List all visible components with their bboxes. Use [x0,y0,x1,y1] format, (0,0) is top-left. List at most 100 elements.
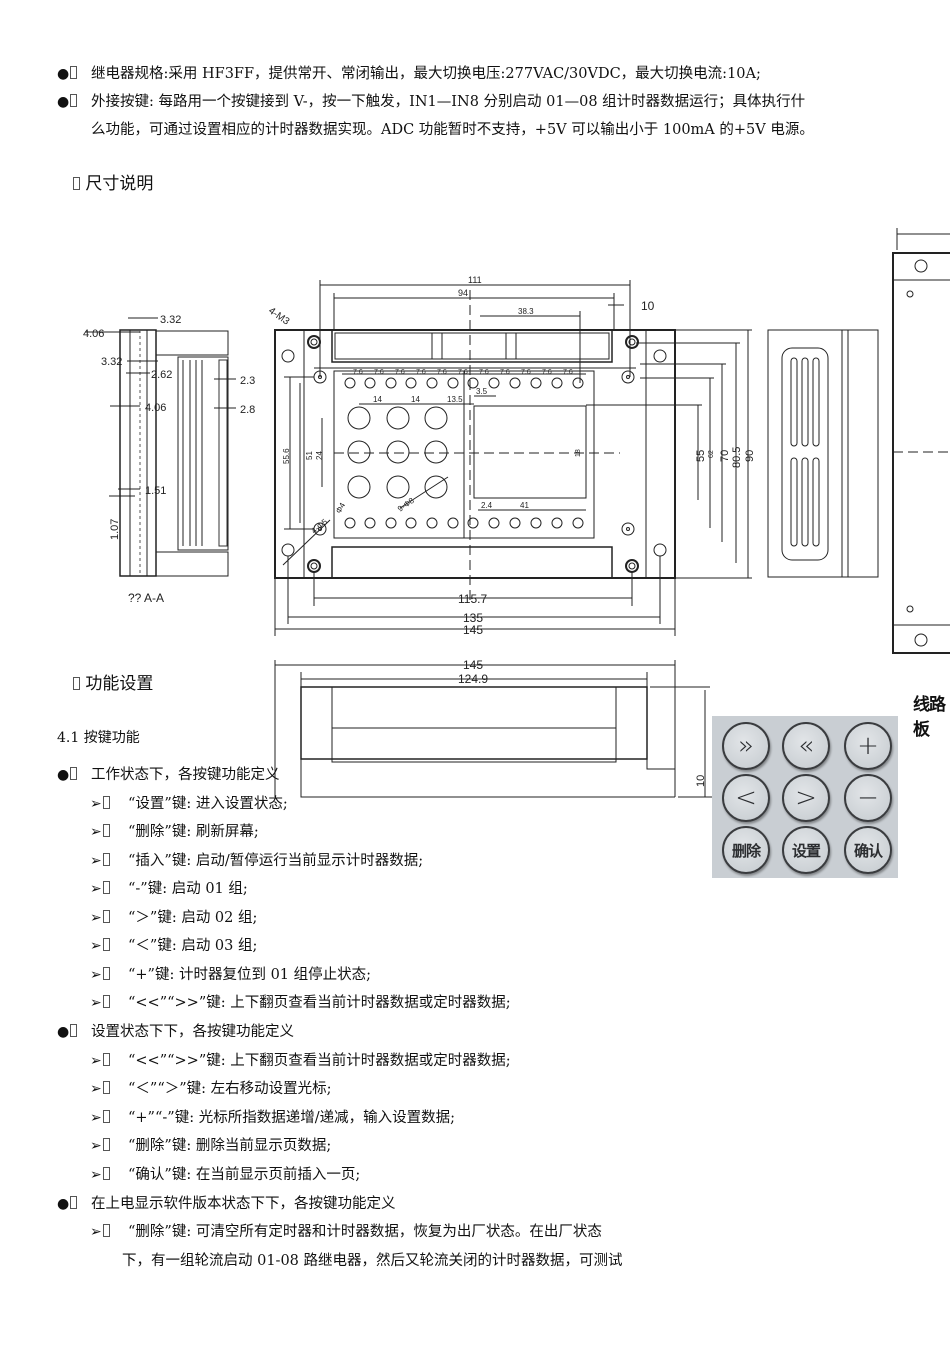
dim-label: 4.06 [145,402,166,414]
dim-label: 70 [719,450,731,462]
dim-label: 1.07 [109,519,121,540]
external-key-text-1: 外接按键: 每路用一个按键接到 V-，按一下触发，IN1—IN8 分别启动 01… [91,94,806,110]
list-item: “+”键: 计时器复位到 01 组停止状态; [128,967,372,983]
work-state-heading: 工作状态下，各按键功能定义 [91,767,280,783]
dim-label: 62 [708,450,715,458]
section-title: 功能设置 [85,674,154,694]
list-item: “设置”键: 进入设置状态; [128,796,288,812]
page-down-key: » [722,722,770,770]
bullet-icon: ● [57,1194,78,1214]
list-item: “-”键: 启动 01 组; [128,881,248,897]
dim-label: 2.3 [240,375,255,387]
bullet-icon: ● [57,765,78,785]
dim-label: 24 [315,451,324,460]
confirm-key: 确认 [844,826,892,874]
dim-label: 41 [520,501,529,510]
arrow-icon: ➢ [90,993,110,1013]
board-caption: 线路板 [913,695,946,740]
pitch-label: 7.6 [437,369,447,376]
pitch-label: 7.6 [563,369,573,376]
arrow-icon: ➢ [90,1108,110,1128]
dim-label: 13.5 [447,395,463,404]
pitch-label: 7.6 [353,369,363,376]
dim-label: 38.3 [518,307,534,316]
section-title: 尺寸说明 [85,174,154,194]
dim-label: 55 [695,450,707,462]
hole-label: Φ4 [334,501,347,515]
section-heading-dimensions: 尺寸说明 [72,173,153,195]
arrow-icon: ➢ [90,879,110,899]
arrow-icon: ➢ [90,1051,110,1071]
dim-label: 94 [458,288,468,298]
relay-spec-text: 继电器规格:采用 HF3FF，提供常开、常闭输出，最大切换电压:277VAC/3… [91,66,761,82]
arrow-icon: ➢ [90,965,110,985]
dim-label: 145 [463,658,483,672]
external-key-text-2: 么功能，可通过设置相应的计时器数据实现。ADC 功能暂时不支持，+5V 可以输出… [91,122,814,138]
delete-key: 删除 [722,826,770,874]
list-item: “＜”键: 启动 03 组; [128,938,258,954]
arrow-icon: ➢ [90,1136,110,1156]
pitch-label: 7.6 [479,369,489,376]
mount-label: 4-M3 [266,305,291,327]
led-holes-bottom [344,517,584,529]
section-label: ?? A-A [128,591,164,605]
dim-label: 145 [463,623,483,637]
dim-label: 10 [641,299,655,313]
pitch-label: 7.6 [521,369,531,376]
minus-key: − [844,774,892,822]
dim-label: 111 [468,275,482,285]
dim-label: 3.32 [101,356,122,368]
arrow-icon: ➢ [90,908,110,928]
section-heading-function: 功能设置 [72,673,153,695]
dim-label: 14 [411,395,420,404]
dim-label: 135 [463,611,483,625]
list-item: “删除”键: 删除当前显示页数据; [128,1138,332,1154]
plus-key: + [844,722,892,770]
arrow-icon: ➢ [90,1079,110,1099]
hole-label: 4-Φ5 [310,517,330,536]
dim-label: 10 [695,775,707,787]
list-item: “<<”“>>”键: 上下翻页查看当前计时器数据或定时器数据; [128,1053,511,1069]
dim-label: 4.06 [83,328,104,340]
dimension-drawing: 3.32 4.06 3.32 2.62 4.06 1.51 1.07 2.3 2… [83,228,950,798]
dim-label: 124.9 [458,672,488,686]
bullet-icon: ● [57,92,78,112]
pitch-label: 7.6 [542,369,552,376]
front-view [274,280,752,636]
left-key: < [722,774,770,822]
heading-marker-icon [73,177,80,190]
pitch-label: 7.6 [374,369,384,376]
list-item: “+”“-”键: 光标所指数据递增/递减，输入设置数据; [128,1110,455,1126]
list-item: “删除”键: 可清空所有定时器和计时器数据，恢复为出厂状态。在出厂状态 [128,1224,602,1240]
dim-label: 2.4 [481,501,493,510]
dim-label: 3.5 [476,387,488,396]
dim-label: 115.7 [458,592,487,606]
board-view [892,228,950,654]
dim-label: 90 [744,450,756,462]
arrow-icon: ➢ [90,1222,110,1242]
bullet-icon: ● [57,64,78,84]
led-holes-top [344,377,584,389]
list-item: “确认”键: 在当前显示页前插入一页; [128,1167,361,1183]
list-item: “＜”“＞”键: 左右移动设置光标; [128,1081,332,1097]
bullet-icon: ● [57,1022,78,1042]
list-item: “删除”键: 刷新屏幕; [128,824,259,840]
right-key: > [782,774,830,822]
dim-label: 14 [373,395,382,404]
dim-label: 18 [575,449,582,457]
arrow-icon: ➢ [90,936,110,956]
key-holes [347,406,448,499]
bottom-view [274,660,712,798]
page-up-key: « [782,722,830,770]
list-item: “插入”键: 启动/暂停运行当前显示计时器数据; [128,853,424,869]
arrow-icon: ➢ [90,794,110,814]
setting-state-heading: 设置状态下下，各按键功能定义 [91,1024,294,1040]
pitch-label: 7.6 [458,369,468,376]
dim-label: 51 [305,451,314,460]
side-view [767,329,879,578]
arrow-icon: ➢ [90,822,110,842]
pitch-label: 7.6 [395,369,405,376]
dim-label: 2.8 [240,404,255,416]
heading-marker-icon [73,677,80,690]
list-item: “＞”键: 启动 02 组; [128,910,258,926]
